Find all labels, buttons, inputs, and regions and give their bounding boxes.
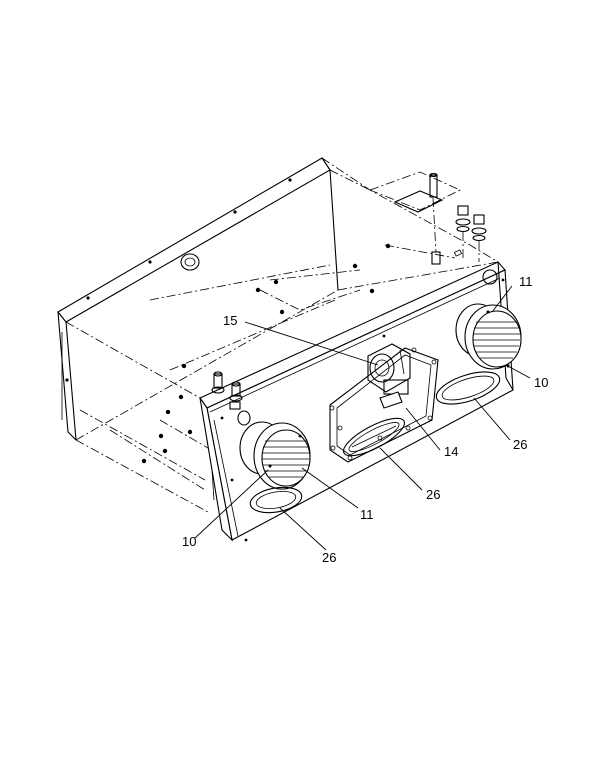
leader-lines xyxy=(194,285,531,551)
callout-26-mid: 26 xyxy=(426,487,440,502)
callout-15: 15 xyxy=(223,313,237,328)
right-oval-grille xyxy=(435,371,501,405)
housing-phantom-outline xyxy=(65,157,499,513)
center-oval-grille xyxy=(342,417,406,457)
hardware-nuts-washers xyxy=(455,205,487,262)
callout-11-left: 11 xyxy=(360,507,374,522)
terminal-posts xyxy=(211,371,243,410)
callout-10-right: 10 xyxy=(534,375,548,390)
blower-motor xyxy=(367,343,411,409)
left-louver-vent xyxy=(239,421,311,490)
callout-11-right: 11 xyxy=(519,274,533,289)
rear-panel xyxy=(57,157,339,441)
callout-14: 14 xyxy=(444,444,458,459)
top-bracket xyxy=(369,171,461,265)
callout-labels: 11 10 15 14 26 26 11 10 26 xyxy=(182,274,548,565)
callout-26-left: 26 xyxy=(322,550,336,565)
left-oval-grille xyxy=(249,486,303,514)
center-gasket-panel xyxy=(329,347,439,463)
right-vent-louvers xyxy=(473,321,520,359)
callout-26-right: 26 xyxy=(513,437,527,452)
callout-10-left: 10 xyxy=(182,534,196,549)
right-louver-vent xyxy=(455,303,522,370)
left-vent-louvers xyxy=(262,440,310,478)
front-housing xyxy=(199,249,514,542)
